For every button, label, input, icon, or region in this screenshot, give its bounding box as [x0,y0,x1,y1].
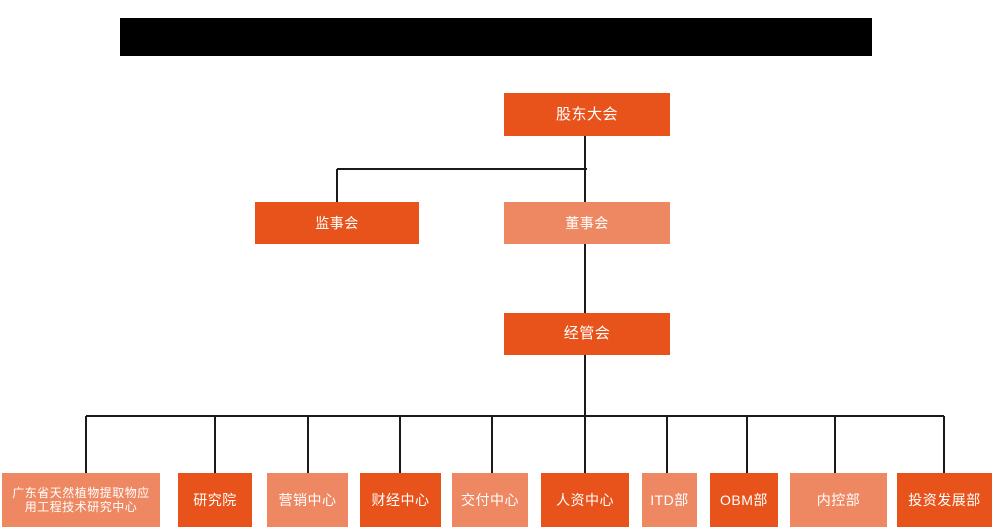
connector-bus-departments [86,415,944,417]
connector-drop-marketing-center [307,416,309,474]
connector-drop-hr-center [584,416,586,474]
org-node-guangdong-research-center[interactable]: 广东省天然植物提取物应 用工程技术研究中心 [2,473,160,527]
org-node-label-obm-department: OBM部 [720,491,768,508]
org-node-research-institute[interactable]: 研究院 [178,473,252,527]
connector-drop-internal-control [834,416,836,474]
org-node-label-shareholders-meeting: 股东大会 [555,105,618,123]
org-node-label-finance-center: 财经中心 [371,491,430,508]
org-node-label-internal-control-department: 内控部 [816,491,861,508]
connector-trunk-directors-down [584,244,586,313]
org-node-label-board-of-supervisors: 监事会 [315,214,359,231]
org-node-investment-development-department[interactable]: 投资发展部 [897,473,992,527]
connector-drop-to-supervisors [336,169,338,203]
org-node-label-marketing-center: 营销中心 [278,491,337,508]
connector-drop-research-center [85,416,87,474]
org-node-finance-center[interactable]: 财经中心 [360,473,441,527]
org-node-management-committee[interactable]: 经管会 [504,313,670,355]
org-node-internal-control-department[interactable]: 内控部 [790,473,887,527]
org-node-hr-center[interactable]: 人资中心 [541,473,629,527]
org-node-label-guangdong-research-center: 广东省天然植物提取物应 用工程技术研究中心 [12,485,150,514]
connector-drop-obm [746,416,748,474]
org-node-label-delivery-center: 交付中心 [461,491,519,508]
connector-drop-delivery-center [491,416,493,474]
redacted-title-bar [120,18,872,56]
connector-drop-finance-center [399,416,401,474]
org-node-label-itd-department: ITD部 [650,491,689,508]
org-node-label-research-institute: 研究院 [193,491,237,508]
org-node-shareholders-meeting[interactable]: 股东大会 [504,93,670,136]
connector-drop-itd [666,416,668,474]
org-node-itd-department[interactable]: ITD部 [642,473,697,527]
connector-drop-research-institute [214,416,216,474]
connector-trunk-management-down [584,355,586,417]
connector-trunk-shareholders-down [584,136,586,170]
org-node-board-of-directors[interactable]: 董事会 [504,202,670,244]
org-node-obm-department[interactable]: OBM部 [710,473,778,527]
connector-drop-investment [943,416,945,474]
connector-bus-supervisors-directors [337,168,587,170]
org-node-marketing-center[interactable]: 营销中心 [267,473,348,527]
org-node-label-hr-center: 人资中心 [556,491,614,508]
connector-drop-to-directors [584,169,586,203]
org-node-label-investment-development-department: 投资发展部 [908,491,981,508]
org-node-board-of-supervisors[interactable]: 监事会 [255,202,419,244]
org-node-delivery-center[interactable]: 交付中心 [452,473,528,527]
org-node-label-board-of-directors: 董事会 [565,214,609,231]
org-node-label-management-committee: 经管会 [563,325,611,343]
